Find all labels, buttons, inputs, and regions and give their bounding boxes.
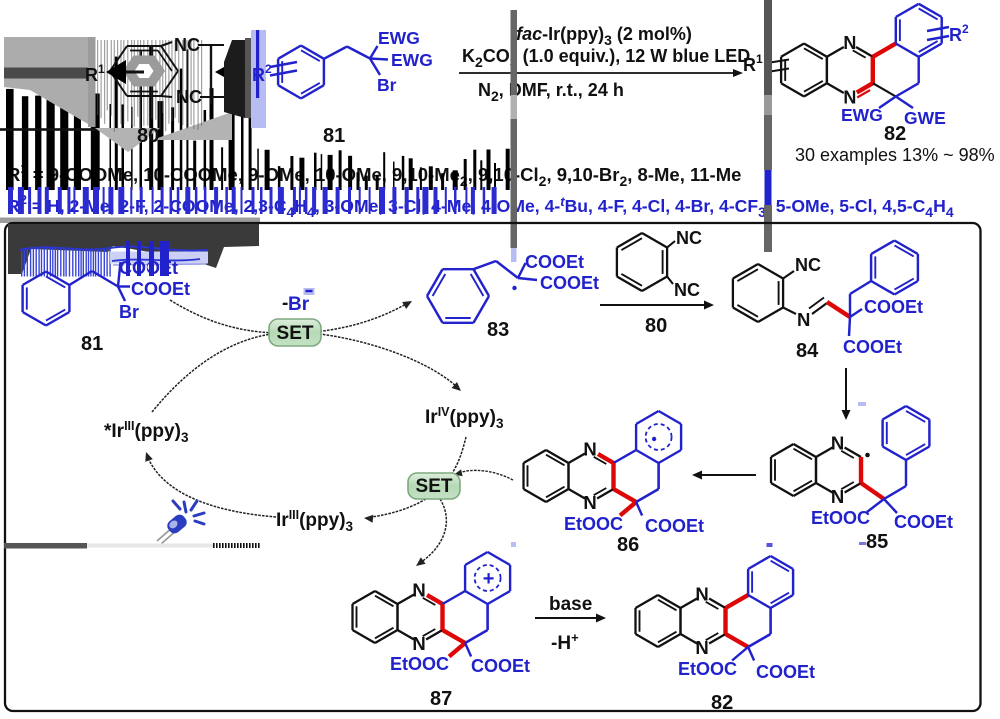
svg-text:86: 86 xyxy=(617,534,639,556)
svg-text:Br: Br xyxy=(377,75,397,95)
svg-text:80: 80 xyxy=(137,125,159,147)
svg-text:N: N xyxy=(797,309,810,330)
svg-text:GWE: GWE xyxy=(904,108,946,128)
svg-text:N: N xyxy=(412,580,425,601)
svg-text:NC: NC xyxy=(676,228,702,248)
svg-text:COOEt: COOEt xyxy=(843,337,902,357)
svg-text:*IrIII​(ppy)3​: *IrIII​(ppy)3​ xyxy=(104,419,189,445)
svg-text:SET: SET xyxy=(277,323,314,344)
svg-text:COOEt: COOEt xyxy=(471,656,530,676)
svg-text:84: 84 xyxy=(796,340,819,362)
svg-text:IrIV​(ppy)3​: IrIV​(ppy)3​ xyxy=(425,405,504,431)
svg-text:N: N xyxy=(831,486,844,507)
svg-text:EtOOC: EtOOC xyxy=(811,508,870,528)
svg-text:NC: NC xyxy=(174,35,200,55)
svg-text:EtOOC: EtOOC xyxy=(564,514,623,534)
svg-text:R2​ = H, 2-Me, 2-F, 2-COOMe, 2: R2​ = H, 2-Me, 2-F, 2-COOMe, 2,3-C4​H4​,… xyxy=(7,192,954,220)
svg-text:83: 83 xyxy=(487,319,509,341)
svg-text:COOEt: COOEt xyxy=(645,516,704,536)
svg-text:+: + xyxy=(483,568,495,590)
svg-text:EWG: EWG xyxy=(378,28,420,48)
svg-text:N: N xyxy=(583,492,596,513)
svg-text:Br: Br xyxy=(119,302,139,322)
svg-text:Br: Br xyxy=(288,294,310,315)
svg-text:COOEt: COOEt xyxy=(756,662,815,682)
svg-text:SET: SET xyxy=(416,476,453,497)
svg-text:IrIII​(ppy)3​: IrIII​(ppy)3​ xyxy=(276,508,354,534)
svg-text:EWG: EWG xyxy=(841,105,883,125)
svg-text:N: N xyxy=(831,433,844,454)
svg-text:COOEt: COOEt xyxy=(540,273,599,293)
svg-text:NC: NC xyxy=(176,87,202,107)
svg-text:COOEt: COOEt xyxy=(525,252,584,272)
svg-text:COOEt: COOEt xyxy=(864,297,923,317)
svg-text:30 examples 13% ~ 98%: 30 examples 13% ~ 98% xyxy=(795,145,995,165)
svg-text:NC: NC xyxy=(795,255,821,275)
svg-text:N: N xyxy=(843,88,856,108)
svg-text:base: base xyxy=(549,594,592,615)
svg-text:81: 81 xyxy=(81,333,103,355)
svg-text:82: 82 xyxy=(884,123,906,145)
svg-text:81: 81 xyxy=(323,125,345,147)
svg-text:N: N xyxy=(412,633,425,654)
svg-text:EWG: EWG xyxy=(391,50,433,70)
svg-text:-: - xyxy=(282,293,288,314)
svg-text:82: 82 xyxy=(711,692,733,714)
svg-text:COOEt: COOEt xyxy=(131,279,190,299)
svg-text:EtOOC: EtOOC xyxy=(390,654,449,674)
svg-text:87: 87 xyxy=(430,688,452,710)
svg-text:85: 85 xyxy=(866,531,888,553)
svg-text:COOEt: COOEt xyxy=(894,512,953,532)
svg-text:N: N xyxy=(843,33,856,53)
svg-text:N: N xyxy=(583,439,596,460)
svg-text:N: N xyxy=(695,584,708,605)
svg-text:NC: NC xyxy=(674,280,700,300)
svg-text:EtOOC: EtOOC xyxy=(678,659,737,679)
svg-text:N: N xyxy=(695,637,708,658)
svg-text:R1​ = 9-COOMe, 10-COOMe, 9-OMe: R1​ = 9-COOMe, 10-COOMe, 9-OMe, 10-OMe, … xyxy=(7,161,741,189)
svg-text:80: 80 xyxy=(645,315,667,337)
